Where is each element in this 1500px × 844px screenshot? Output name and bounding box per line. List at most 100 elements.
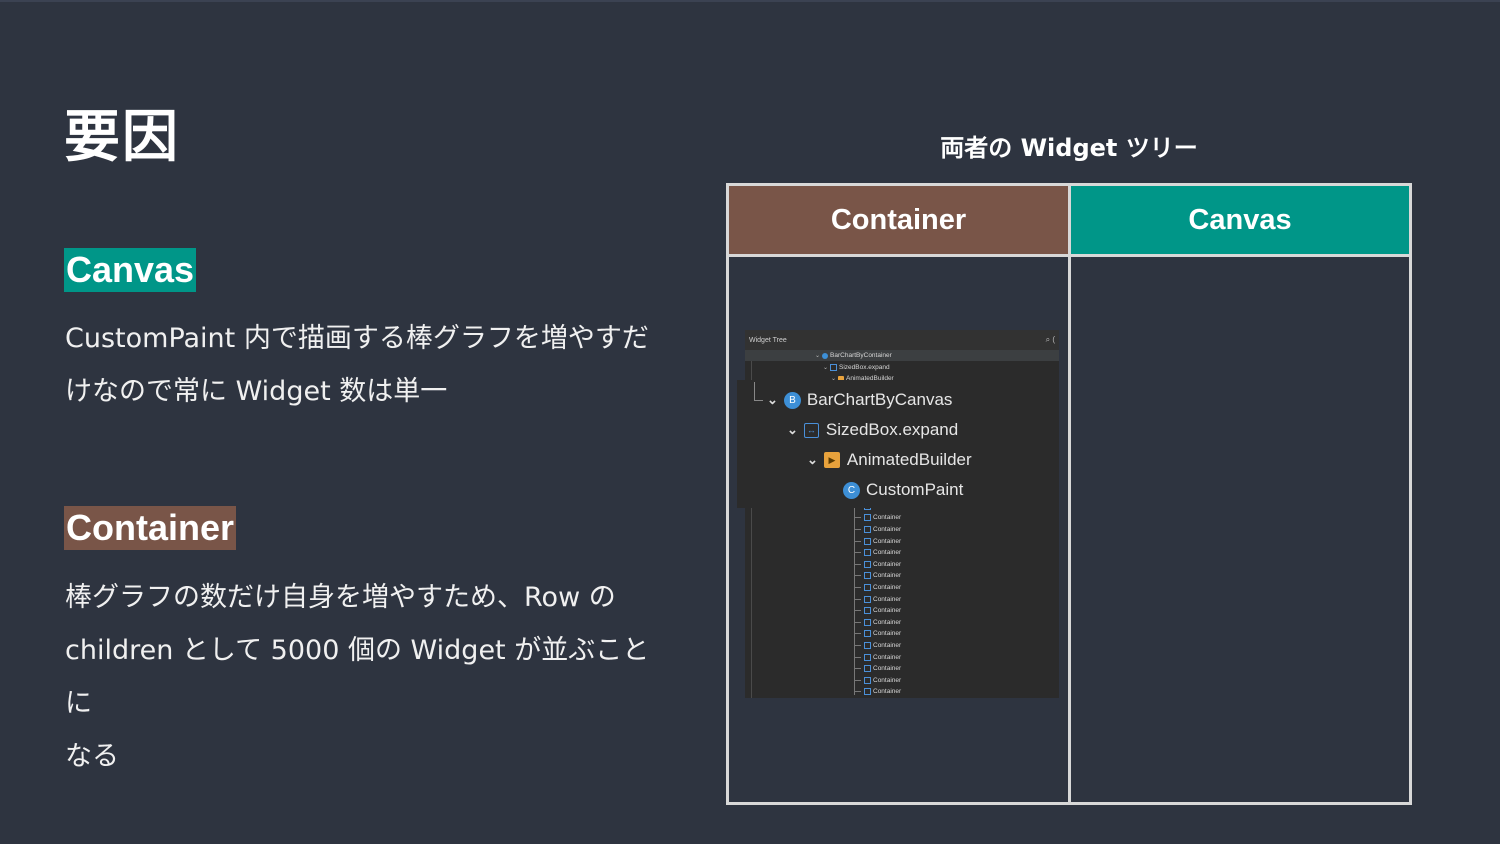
tree-node-barchartbycanvas[interactable]: ⌄ B BarChartByCanvas bbox=[767, 388, 952, 412]
canvas-description-line-2: けなので常に Widget 数は単一 bbox=[65, 376, 448, 407]
comparison-table: Container Canvas Widget Tree ⌕ ( ⌄BarCha… bbox=[726, 183, 1412, 805]
widget-icon bbox=[864, 688, 871, 696]
container-description-line-1: 棒グラフの数だけ自身を増やすため、Row の bbox=[65, 582, 616, 613]
tree-node-label: Container bbox=[873, 665, 902, 673]
animated-builder-icon: ▶ bbox=[823, 452, 840, 468]
tree-node[interactable]: Container bbox=[864, 686, 901, 697]
tree-branch-line bbox=[855, 517, 861, 519]
tree-node-label: Container bbox=[873, 526, 902, 533]
chevron-down-icon[interactable]: ⌄ bbox=[815, 353, 821, 359]
widget-icon bbox=[864, 630, 871, 638]
tree-branch-line bbox=[855, 691, 861, 693]
canvas-column-header: Canvas bbox=[1071, 186, 1409, 254]
widget-icon bbox=[864, 618, 871, 626]
tree-node-custompaint[interactable]: C CustomPaint bbox=[843, 478, 963, 502]
chevron-down-icon[interactable]: ⌄ bbox=[767, 392, 778, 407]
tree-node[interactable]: Container bbox=[864, 536, 901, 547]
tree-branch-line bbox=[855, 529, 861, 530]
chevron-down-icon[interactable]: ⌄ bbox=[831, 375, 836, 382]
widget-icon bbox=[838, 375, 845, 382]
tree-node[interactable]: Container bbox=[864, 640, 901, 651]
tree-node[interactable]: Container bbox=[864, 524, 901, 535]
chevron-down-icon[interactable]: ⌄ bbox=[787, 422, 798, 437]
tree-node-label: Container bbox=[873, 560, 902, 568]
comparison-caption: 両者の Widget ツリー bbox=[940, 134, 1198, 162]
chevron-down-icon[interactable]: ⌄ bbox=[823, 364, 829, 371]
container-tag: Container bbox=[64, 506, 237, 550]
canvas-description-line-1: CustomPaint 内で描画する棒グラフを増やすだ bbox=[65, 323, 649, 354]
tree-node[interactable]: ⌄ AnimatedBuilder bbox=[831, 373, 894, 384]
tree-node[interactable]: ⌄ BarChartByContainer bbox=[745, 350, 1059, 361]
tree-node[interactable]: Container bbox=[864, 594, 901, 605]
tree-node[interactable]: Container bbox=[864, 652, 901, 663]
widget-icon bbox=[864, 653, 871, 661]
tree-node-label: Container bbox=[873, 584, 902, 591]
tree-node-label: Container bbox=[873, 549, 902, 557]
search-icon[interactable]: ⌕ ( bbox=[1045, 335, 1055, 344]
tree-branch-line bbox=[855, 587, 861, 588]
widget-icon bbox=[864, 549, 871, 557]
tree-branch-line bbox=[854, 405, 855, 695]
tree-node[interactable]: Container bbox=[864, 617, 901, 628]
tree-node[interactable]: Container bbox=[864, 559, 901, 570]
tree-node[interactable]: Container bbox=[864, 570, 901, 581]
tree-branch-line bbox=[855, 598, 861, 600]
tree-node-label: AnimatedBuilder bbox=[846, 375, 894, 383]
tree-node-label: Container bbox=[873, 688, 902, 696]
widget-icon bbox=[864, 665, 871, 673]
tree-node-label: Container bbox=[873, 595, 902, 603]
tree-node-label: Container bbox=[873, 676, 902, 684]
widget-icon bbox=[864, 560, 871, 568]
tree-branch-line bbox=[855, 633, 861, 635]
top-border-line bbox=[0, 0, 1500, 2]
tree-node-label: Container bbox=[873, 642, 902, 649]
tree-node-label: BarChartByContainer bbox=[830, 352, 892, 359]
tree-node-label: Container bbox=[873, 514, 902, 522]
widget-icon bbox=[830, 363, 838, 371]
tree-branch-line bbox=[855, 679, 861, 681]
tree-branch-line bbox=[855, 645, 861, 646]
tree-node-label: Container bbox=[873, 607, 902, 615]
canvas-description: CustomPaint 内で描画する棒グラフを増やすだ けなので常に Widge… bbox=[65, 312, 665, 418]
container-description-line-3: なる bbox=[65, 741, 119, 772]
tree-node-sizedbox-expand[interactable]: ⌄ ↔ SizedBox.expand bbox=[787, 418, 958, 442]
tree-node-label: AnimatedBuilder bbox=[846, 450, 972, 469]
tree-node[interactable]: Container bbox=[864, 663, 901, 674]
stateful-widget-icon: B bbox=[783, 391, 801, 409]
container-description-line-2: children として 5000 個の Widget が並ぶことに bbox=[65, 635, 650, 719]
widget-icon bbox=[864, 572, 871, 580]
tree-node-label: Container bbox=[873, 572, 902, 580]
tree-node[interactable]: Container bbox=[864, 675, 901, 686]
tree-node-animatedbuilder[interactable]: ⌄ ▶ AnimatedBuilder bbox=[807, 448, 972, 472]
tree-node[interactable]: Container bbox=[864, 512, 901, 523]
custompaint-icon: C bbox=[843, 481, 860, 499]
column-divider bbox=[1068, 186, 1071, 802]
tree-node[interactable]: ⌄ SizedBox.expand bbox=[823, 362, 890, 373]
tree-branch-line bbox=[855, 610, 861, 612]
tree-node[interactable]: Container bbox=[864, 605, 901, 616]
tree-node[interactable]: Container bbox=[864, 582, 901, 593]
tree-node-label: CustomPaint bbox=[866, 480, 964, 499]
tree-node[interactable]: Container bbox=[864, 547, 901, 558]
tree-node-label: SizedBox.expand bbox=[825, 420, 959, 439]
container-column-header: Container bbox=[729, 186, 1068, 254]
chevron-down-icon[interactable]: ⌄ bbox=[807, 452, 818, 467]
tree-branch-line bbox=[855, 575, 861, 577]
tree-branch-line bbox=[855, 552, 861, 554]
widget-icon bbox=[864, 584, 871, 591]
tree-node-label: Container bbox=[873, 618, 902, 626]
tree-node-label: SizedBox.expand bbox=[839, 363, 890, 371]
tree-branch-line bbox=[754, 400, 763, 401]
widget-tree-header: Widget Tree ⌕ ( bbox=[745, 330, 1059, 350]
tree-node-label: Container bbox=[873, 653, 902, 661]
tree-branch-line bbox=[855, 656, 861, 658]
slide-title: 要因 bbox=[64, 105, 180, 170]
widget-icon bbox=[864, 595, 871, 603]
tree-node[interactable]: Container bbox=[864, 628, 901, 639]
widget-icon bbox=[864, 642, 871, 649]
tree-branch-line bbox=[855, 621, 861, 623]
tree-node-label: Container bbox=[873, 537, 902, 545]
sizedbox-icon: ↔ bbox=[803, 422, 819, 438]
container-description: 棒グラフの数だけ自身を増やすため、Row の children として 5000… bbox=[65, 571, 665, 783]
widget-icon bbox=[864, 607, 871, 615]
